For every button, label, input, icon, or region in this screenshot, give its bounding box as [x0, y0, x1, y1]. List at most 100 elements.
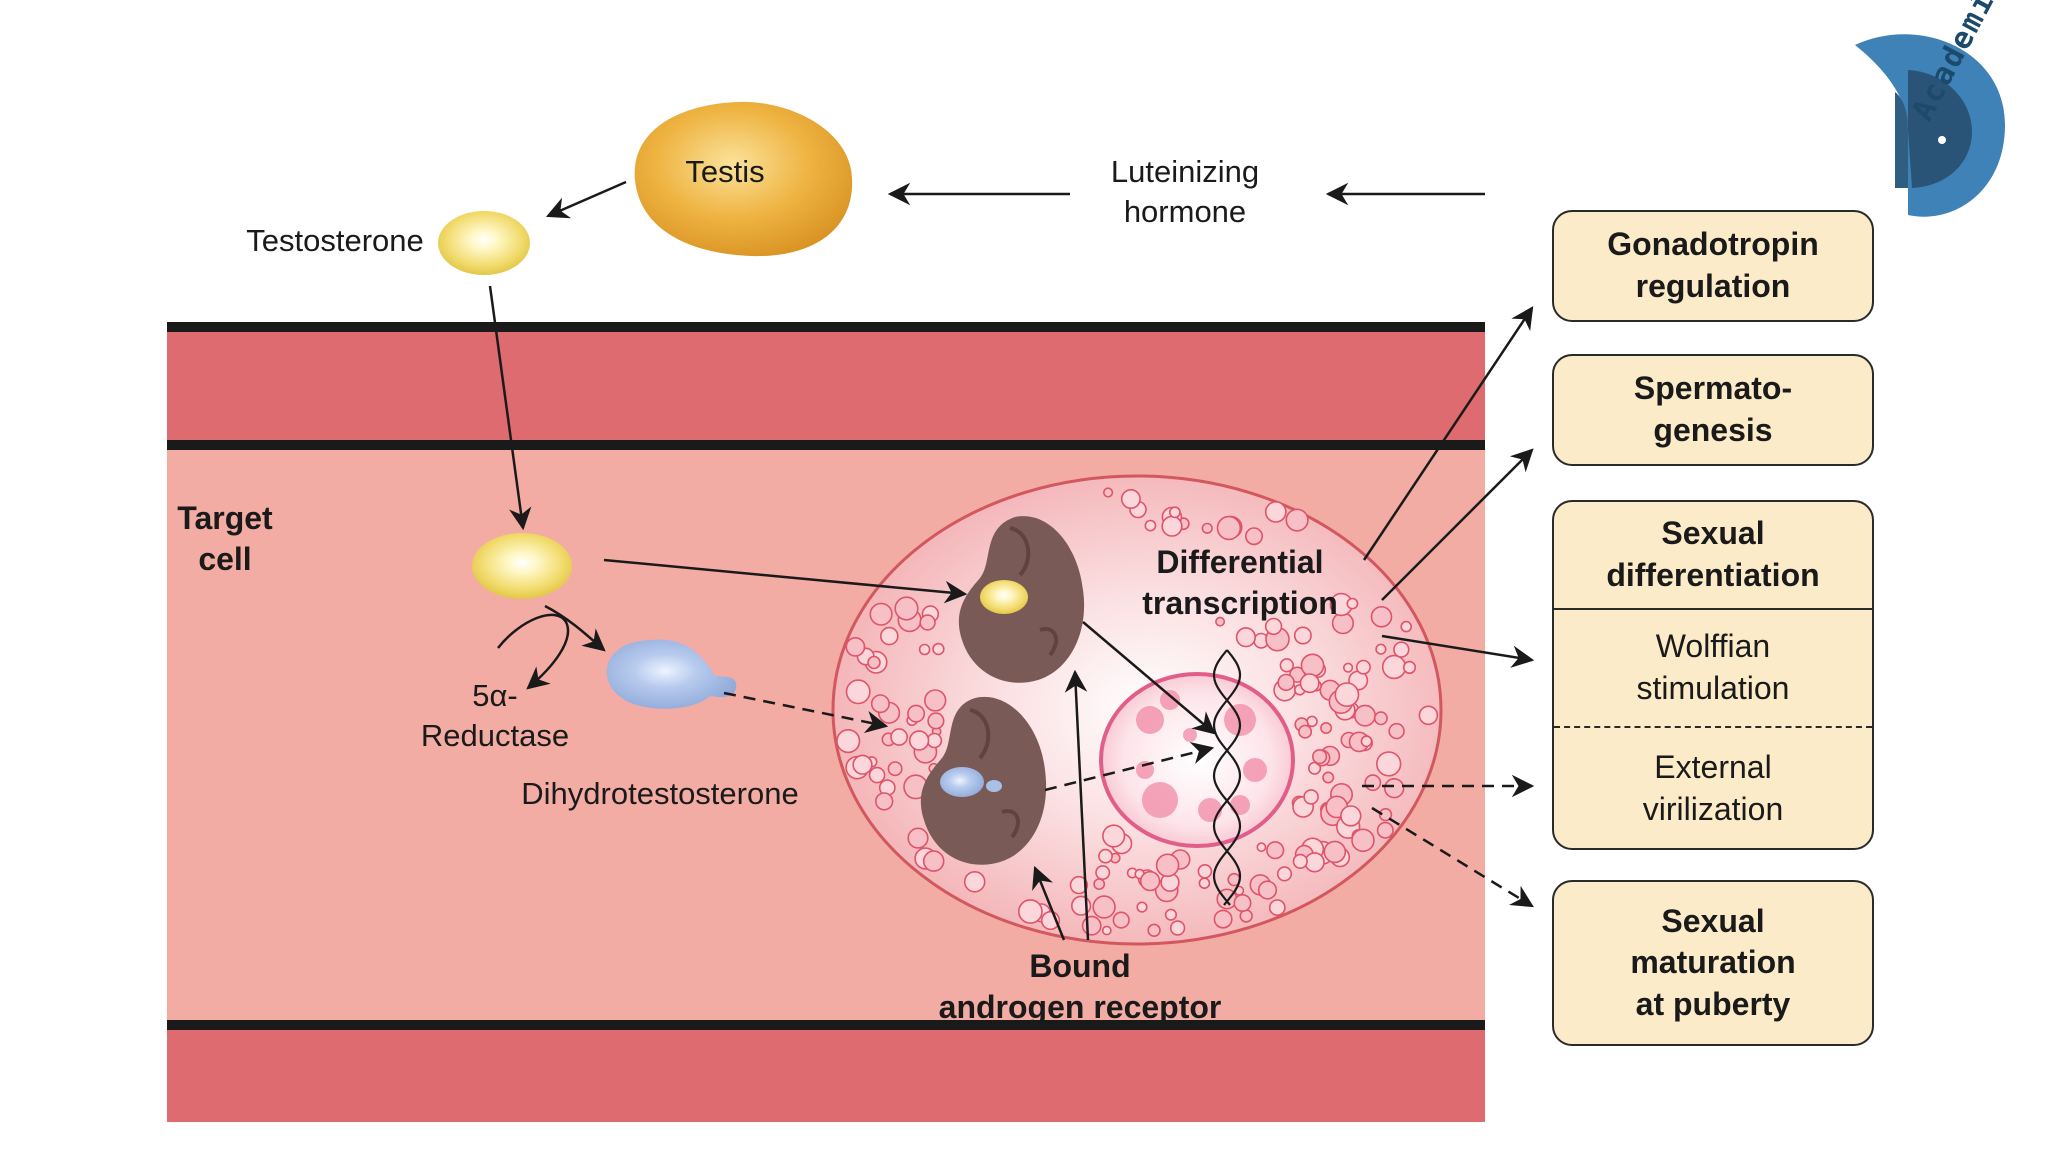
granule	[1139, 870, 1161, 892]
testosterone-molecule-blood	[438, 211, 530, 275]
granule	[1307, 761, 1322, 775]
bound-dht	[940, 767, 1002, 797]
granule	[1098, 848, 1113, 864]
nucleolus	[1099, 672, 1295, 848]
granule	[867, 655, 881, 670]
nucleolus-spot	[1136, 706, 1164, 734]
arrow-testosterone-to-receptor	[603, 558, 968, 604]
granule	[1364, 774, 1382, 792]
nucleolus-spot	[1230, 795, 1250, 815]
nucleolus-spot	[1136, 761, 1154, 779]
granule	[1266, 841, 1285, 860]
arrow-dht-receptor-to-dna	[1044, 742, 1215, 792]
granule	[1376, 821, 1394, 839]
nucleus-granules	[836, 487, 1439, 937]
dna-strand-2	[1212, 649, 1242, 906]
granule	[1320, 721, 1333, 734]
granule	[1093, 878, 1106, 890]
arrow-bound-receptor-lower	[1032, 865, 1066, 941]
granule	[869, 602, 893, 626]
granule	[1268, 899, 1286, 916]
granule	[836, 728, 861, 754]
granule	[1161, 515, 1183, 537]
granule	[1279, 658, 1295, 673]
granule	[1102, 487, 1114, 498]
granule	[1402, 660, 1417, 675]
label-bound-androgen-receptor: Bound androgen receptor	[938, 948, 1222, 1025]
granule	[1418, 705, 1439, 726]
nucleolus-spots	[1136, 690, 1267, 822]
granule	[908, 730, 930, 751]
label-5a-reductase: 5α- Reductase	[420, 678, 570, 753]
granule	[1215, 616, 1226, 627]
granule	[1304, 852, 1325, 873]
granule	[1381, 654, 1407, 680]
granule	[1257, 880, 1278, 900]
granule	[1136, 901, 1148, 913]
membrane-line-3	[167, 1020, 1485, 1030]
granule	[879, 626, 899, 646]
arrow-testosterone-into-cell	[488, 285, 532, 531]
reductase-curve	[497, 613, 570, 690]
nucleolus-spot	[1160, 690, 1180, 710]
box-sexual-differentiation-group: Sexual differentiation Wolffian stimulat…	[1552, 500, 1874, 850]
dna-strand-1	[1212, 649, 1242, 906]
granule	[927, 712, 945, 730]
vessel-wall-top	[167, 322, 1485, 446]
granule	[845, 679, 871, 705]
nucleolus-spot	[1183, 728, 1197, 742]
granule	[1393, 641, 1410, 658]
granule	[1144, 519, 1157, 532]
granule	[1360, 735, 1373, 748]
granule	[1375, 751, 1402, 777]
granule	[845, 637, 866, 657]
granule	[1102, 824, 1126, 848]
granule	[1147, 923, 1161, 937]
granule	[1233, 893, 1252, 912]
label-testis: Testis	[685, 154, 765, 189]
granule	[868, 766, 886, 784]
granule	[874, 792, 894, 811]
dht-molecule	[606, 639, 737, 709]
granule	[1081, 915, 1102, 936]
granule	[890, 728, 909, 746]
academics-logo	[1855, 34, 2005, 217]
granule	[1018, 899, 1043, 924]
granule	[1300, 653, 1325, 678]
granule	[926, 732, 943, 749]
granule	[1293, 626, 1312, 645]
granule	[1340, 805, 1362, 827]
bound-testosterone	[980, 580, 1028, 614]
granule	[1256, 842, 1267, 853]
arrow-bound-receptor-upper	[1064, 669, 1090, 941]
granule	[1351, 828, 1375, 853]
arrow-dht-to-nucleus	[723, 691, 889, 733]
granule	[1322, 771, 1335, 784]
granule	[1201, 522, 1213, 534]
granule	[1400, 620, 1412, 633]
granule	[1092, 895, 1116, 919]
nucleolus-spot	[1243, 758, 1267, 782]
granule	[1298, 724, 1313, 739]
nucleolus-spot	[1198, 798, 1222, 822]
granule	[1069, 875, 1089, 895]
granule	[1388, 722, 1405, 740]
box-sexual-maturation: Sexual maturation at puberty	[1552, 880, 1874, 1046]
granule	[1342, 662, 1354, 673]
granule	[1346, 597, 1359, 610]
label-testosterone: Testosterone	[246, 223, 424, 258]
granule	[1216, 515, 1242, 541]
box-wolffian-stimulation: Wolffian stimulation	[1636, 628, 1790, 706]
arrow-to-sexual-maturation	[1371, 806, 1534, 908]
label-dihydrotestosterone: Dihydrotestosterone	[521, 776, 799, 811]
granule	[919, 614, 936, 631]
granule	[1169, 920, 1186, 936]
granule	[870, 694, 890, 714]
granule	[1334, 682, 1360, 708]
granule	[923, 689, 947, 712]
granule	[1169, 506, 1181, 519]
box-sexual-differentiation: Sexual differentiation	[1554, 502, 1872, 610]
granule	[1112, 911, 1130, 929]
granule	[907, 704, 926, 723]
